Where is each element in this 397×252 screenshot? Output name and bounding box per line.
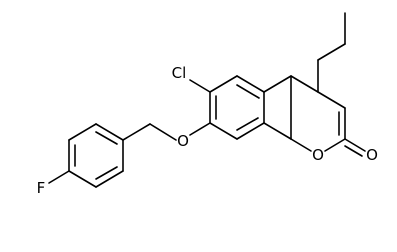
fluorine-label: F — [37, 179, 46, 197]
bond-c1-carbonyl-oxygen-double — [344, 145, 363, 157]
bond-ring-oxygen-c8a — [290, 138, 312, 152]
bond-c7-c8 — [209, 122, 238, 140]
bond-aryl-1-2 — [95, 123, 124, 141]
bond-c5-c6 — [209, 75, 238, 93]
bond-c4a-c4 — [263, 75, 292, 93]
bond-c8a-c8-pyran — [263, 122, 292, 140]
bond-aryl-5-6-inner — [95, 166, 118, 180]
bond-c3-c2 — [317, 91, 346, 109]
bond-aryl-1-2-inner — [95, 131, 118, 145]
chloro-substituent — [189, 79, 211, 93]
bond-aryl-2-3 — [68, 123, 97, 141]
bond-c4a-c5-inner — [236, 84, 260, 99]
ether-oxygen-label: O — [177, 132, 189, 150]
benzene-ring-coumarin — [209, 75, 265, 140]
bond-aryl-4-5 — [68, 170, 97, 188]
bond-aryl-fluorine — [48, 170, 70, 184]
bond-ch2-aryl — [122, 123, 151, 141]
benzyloxy-substituent — [122, 122, 211, 141]
bond-c7-ether-oxygen — [189, 122, 211, 136]
fluorophenyl-ring — [48, 123, 124, 188]
bond-c4a-c5 — [236, 75, 265, 93]
chlorine-label: Cl — [172, 64, 187, 82]
bond-c4-c3 — [290, 75, 319, 93]
ring-oxygen-label: O — [312, 146, 324, 164]
bond-c1-carbonyl-oxygen — [344, 138, 366, 152]
bond-c8-c8a-inner — [236, 117, 259, 131]
bond-c1-ring-oxygen — [324, 138, 346, 152]
bond-c6-chlorine — [189, 79, 211, 93]
bond-c8-c8a — [236, 122, 265, 140]
bond-propyl-1-2 — [317, 43, 346, 61]
carbonyl-group — [344, 138, 366, 157]
pyranone-ring — [263, 75, 346, 152]
carbonyl-oxygen-label: O — [366, 146, 378, 164]
bond-ether-oxygen-ch2 — [149, 123, 177, 141]
bond-aryl-5-6 — [95, 170, 124, 188]
propyl-chain — [317, 12, 346, 93]
